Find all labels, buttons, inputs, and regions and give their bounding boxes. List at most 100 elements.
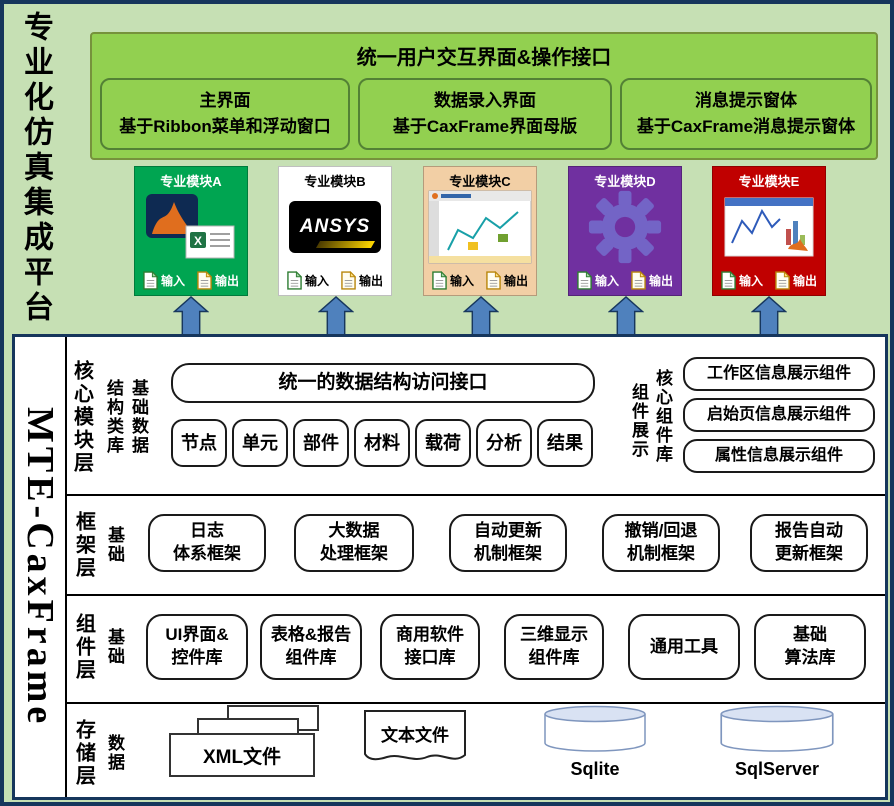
module-a: 专业模块A X 输入	[134, 166, 248, 296]
component-item-text: 工作区信息展示组件	[706, 365, 851, 383]
module-a-output: 输出	[197, 271, 239, 290]
data-item-box: 节点	[171, 419, 227, 467]
ansys-gold-accent	[315, 241, 376, 248]
module-b-label: 专业模块B	[304, 174, 366, 189]
data-item-text: 材料	[364, 432, 400, 453]
component-lib-line2: 组件库	[285, 648, 337, 667]
module-b-output: 输出	[341, 271, 383, 290]
input-doc-icon	[287, 271, 302, 290]
component-item-box: 工作区信息展示组件	[683, 357, 875, 391]
component-group-label-left: 组件展示	[629, 383, 648, 459]
output-doc-icon	[775, 271, 790, 290]
framework-box-line1: 自动更新	[474, 521, 542, 541]
layer-core-name: 核心模块层	[70, 359, 93, 475]
ansys-logo: ANSYS	[289, 201, 381, 253]
framework-box-line1: 日志	[190, 521, 224, 541]
framework-box-line2: 体系框架	[173, 544, 241, 563]
module-e-label: 专业模块E	[738, 174, 800, 189]
data-group-label-right: 基础数据	[129, 379, 148, 455]
module-d-label: 专业模块D	[594, 174, 656, 189]
component-lib-box: 三维显示 组件库	[504, 614, 604, 680]
message-line2: 基于CaxFrame消息提示窗体	[636, 117, 856, 136]
data-item-text: 载荷	[425, 432, 461, 453]
component-lib-line2: 组件库	[528, 648, 580, 667]
data-item-box: 单元	[232, 419, 288, 467]
module-c-output: 输出	[486, 271, 528, 290]
component-item-text: 属性信息展示组件	[714, 447, 843, 465]
data-item-box: 材料	[354, 419, 410, 467]
main-interface-box: 主界面 基于Ribbon菜单和浮动窗口	[100, 78, 350, 150]
input-label: 输入	[304, 274, 329, 288]
layer-component-name: 组件层	[72, 612, 95, 682]
layer-frame-qualifier: 基础	[105, 526, 124, 564]
platform-title: 专业化仿真集成平台	[19, 10, 52, 326]
module-a-input: 输入	[143, 271, 185, 290]
input-label: 输入	[449, 274, 474, 288]
data-item-box: 部件	[293, 419, 349, 467]
document-icon: 文本文件	[363, 709, 467, 769]
component-lib-box: 基础 算法库	[754, 614, 866, 680]
framework-box: 自动更新 机制框架	[449, 514, 567, 572]
framework-box: 大数据 处理框架	[294, 514, 414, 572]
framework-box-line2: 更新框架	[775, 544, 843, 563]
stacked-documents-icon: XML文件	[165, 705, 333, 785]
layer-divider	[65, 702, 885, 704]
component-lib-line1: 通用工具	[650, 636, 718, 656]
module-e-output: 输出	[775, 271, 817, 290]
component-lib-line1: UI界面&	[165, 625, 229, 645]
unified-ui-panel: 统一用户交互界面&操作接口 主界面 基于Ribbon菜单和浮动窗口 数据录入界面…	[90, 32, 878, 160]
xml-files-label: XML文件	[202, 746, 282, 768]
output-doc-icon	[197, 271, 212, 290]
database-cylinder-icon	[720, 705, 834, 752]
input-label: 输入	[594, 274, 619, 288]
data-item-text: 节点	[181, 432, 217, 453]
framework-box: 报告自动 更新框架	[750, 514, 868, 572]
output-label: 输出	[359, 274, 384, 288]
workbench-screenshot	[424, 187, 536, 267]
data-item-text: 分析	[486, 432, 522, 453]
data-group-label-left: 结构类库	[104, 379, 123, 455]
data-entry-line1: 数据录入界面	[434, 90, 536, 110]
module-e: 专业模块E 输入	[712, 166, 826, 296]
component-lib-line1: 商用软件	[396, 625, 464, 645]
main-interface-line1: 主界面	[199, 90, 251, 110]
ansys-logo-text: ANSYS	[299, 216, 371, 237]
module-c-input: 输入	[432, 271, 474, 290]
output-doc-icon	[486, 271, 501, 290]
component-lib-box: UI界面& 控件库	[146, 614, 248, 680]
layer-component-qualifier: 基础	[105, 628, 124, 666]
message-box: 消息提示窗体 基于CaxFrame消息提示窗体	[620, 78, 872, 150]
output-label: 输出	[649, 274, 674, 288]
module-d-output: 输出	[631, 271, 673, 290]
data-item-text: 部件	[303, 432, 339, 453]
main-interface-line2: 基于Ribbon菜单和浮动窗口	[119, 117, 331, 136]
layer-storage-qualifier: 数据	[105, 734, 124, 772]
component-lib-box: 通用工具	[628, 614, 740, 680]
framework-box-line2: 处理框架	[320, 544, 388, 563]
layer-frame-name: 框架层	[72, 510, 95, 580]
component-lib-line1: 基础	[793, 625, 827, 645]
component-lib-box: 表格&报告 组件库	[260, 614, 362, 680]
gear-icon	[569, 187, 681, 267]
framework-box-line1: 报告自动	[775, 521, 843, 541]
data-item-text: 单元	[242, 432, 278, 453]
input-label: 输入	[160, 274, 185, 288]
component-lib-line1: 三维显示	[520, 625, 588, 645]
input-doc-icon	[432, 271, 447, 290]
output-label: 输出	[504, 274, 529, 288]
input-doc-icon	[721, 271, 736, 290]
data-item-box: 分析	[476, 419, 532, 467]
module-c-label: 专业模块C	[449, 174, 511, 189]
component-lib-line2: 算法库	[784, 648, 836, 667]
text-file-label: 文本文件	[381, 726, 449, 745]
input-doc-icon	[143, 271, 158, 290]
component-item-text: 启始页信息展示组件	[706, 406, 851, 424]
input-label: 输入	[738, 274, 763, 288]
data-entry-box: 数据录入界面 基于CaxFrame界面母版	[358, 78, 612, 150]
framework-box: 撤销/回退 机制框架	[602, 514, 720, 572]
data-item-text: 结果	[547, 432, 583, 453]
layer-divider	[65, 494, 885, 496]
module-a-label: 专业模块A	[160, 174, 222, 189]
module-d-input: 输入	[577, 271, 619, 290]
input-doc-icon	[577, 271, 592, 290]
